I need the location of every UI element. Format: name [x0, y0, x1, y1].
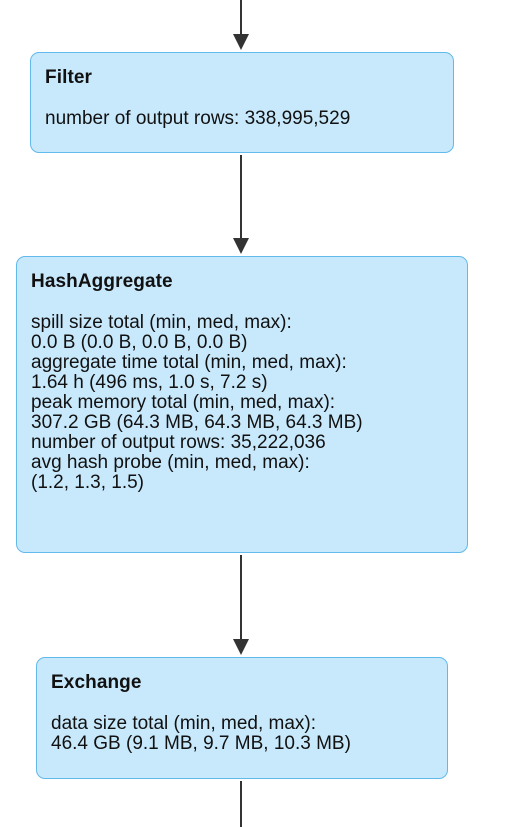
- metric-line: spill size total (min, med, max):: [31, 312, 292, 333]
- edge-into-filter: [233, 0, 249, 50]
- metric-line: (1.2, 1.3, 1.5): [31, 472, 145, 493]
- metric-line: 307.2 GB (64.3 MB, 64.3 MB, 64.3 MB): [31, 412, 363, 433]
- exchange-node-metrics: data size total (min, med, max): 46.4 GB…: [51, 714, 433, 754]
- metric-line: aggregate time total (min, med, max):: [31, 352, 347, 373]
- metric-line: number of output rows: 338,995,529: [45, 108, 351, 129]
- edge-filter-to-hashaggregate: [233, 155, 249, 254]
- metric-line: 46.4 GB (9.1 MB, 9.7 MB, 10.3 MB): [51, 733, 351, 754]
- hashaggregate-node[interactable]: HashAggregate spill size total (min, med…: [16, 256, 468, 553]
- edge-hashaggregate-to-exchange: [233, 555, 249, 655]
- exchange-node[interactable]: Exchange data size total (min, med, max)…: [36, 657, 448, 779]
- metric-line: 1.64 h (496 ms, 1.0 s, 7.2 s): [31, 372, 268, 393]
- filter-node-title: Filter: [45, 67, 93, 88]
- metric-line: number of output rows: 35,222,036: [31, 432, 326, 453]
- metric-line: data size total (min, med, max):: [51, 713, 317, 734]
- hashaggregate-node-metrics: spill size total (min, med, max): 0.0 B …: [31, 313, 453, 493]
- exchange-node-title: Exchange: [51, 672, 142, 693]
- metric-line: 0.0 B (0.0 B, 0.0 B, 0.0 B): [31, 332, 248, 353]
- metric-line: avg hash probe (min, med, max):: [31, 452, 310, 473]
- filter-node-metrics: number of output rows: 338,995,529: [45, 109, 439, 129]
- filter-node[interactable]: Filter number of output rows: 338,995,52…: [30, 52, 454, 153]
- hashaggregate-node-title: HashAggregate: [31, 271, 173, 292]
- metric-line: peak memory total (min, med, max):: [31, 392, 336, 413]
